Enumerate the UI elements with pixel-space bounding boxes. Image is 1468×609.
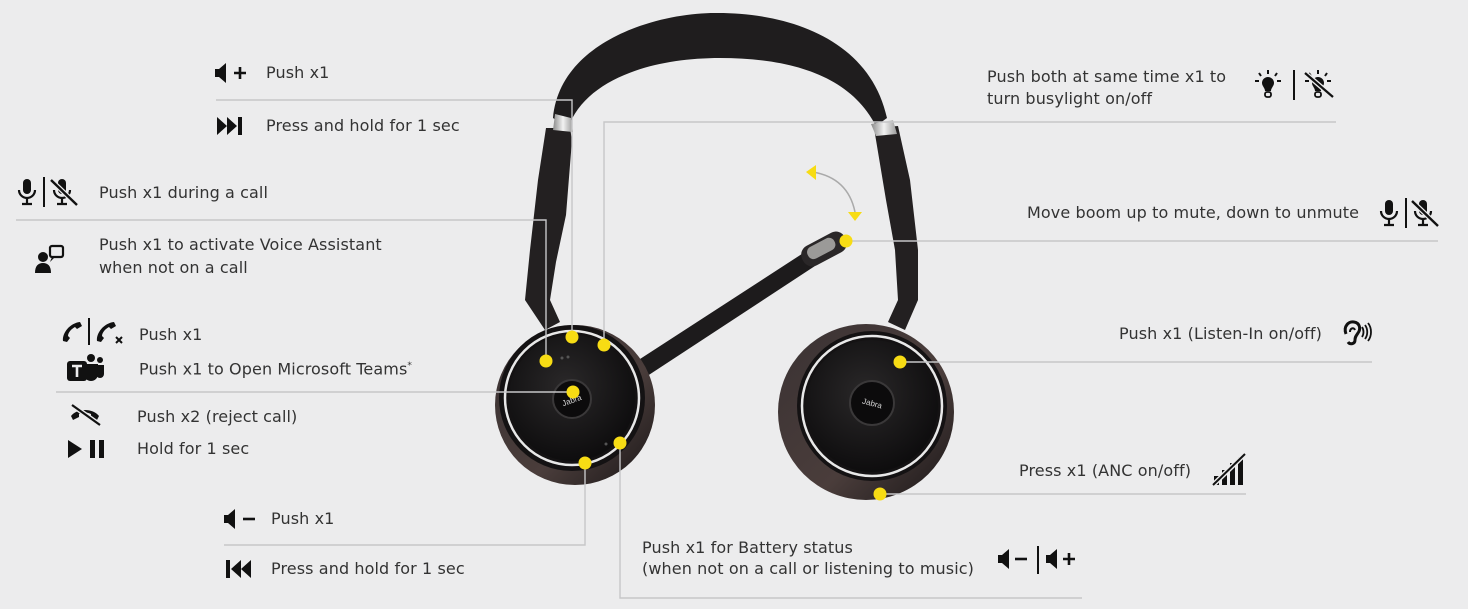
busylight-label-line1: Push both at same time x1 to [987,67,1227,86]
busylight-button-marker-left [597,338,611,352]
microphone-muted-icon [1410,199,1440,228]
listen-in-icon [1341,320,1373,346]
volume-down-icon [224,509,258,529]
teams-label: Push x1 to Open Microsoft Teams* [139,356,412,379]
volume-up-button-marker [565,330,579,344]
phone-end-icon [94,321,124,345]
volume-up-icon [215,63,249,83]
boom-mute-label: Move boom up to mute, down to unmute [1027,203,1360,222]
play-pause-icon [68,440,108,458]
volume-down-label: Push x1 [271,509,335,528]
voice-assistant-label-line2: when not on a call [99,258,248,277]
play-pause-label: Hold for 1 sec [137,439,250,458]
anc-icon [1211,452,1247,487]
reject-call-icon [69,402,103,428]
battery-label-line1: Push x1 for Battery status [642,538,853,557]
icon-divider [1405,198,1407,228]
volume-down-icon [998,549,1032,569]
boom-mic-marker [839,234,853,248]
busylight-label-line2: turn busylight on/off [987,89,1153,108]
microphone-muted-icon [49,178,79,207]
icon-divider [88,318,90,345]
headband [525,12,918,330]
microphone-icon [16,178,38,206]
phone-answer-icon [60,321,84,343]
voice-assistant-icon [35,244,65,273]
busylight-off-icon [1303,69,1335,99]
multifunction-button-marker [566,385,580,399]
anc-label: Press x1 (ANC on/off) [1019,461,1192,480]
volume-up-icon [1046,549,1080,569]
busylight-on-icon [1253,69,1283,99]
previous-track-icon [226,560,254,578]
leader-lines [16,99,1438,599]
listen-in-button-marker [893,355,907,369]
listen-in-label: Push x1 (Listen-In on/off) [1119,324,1322,343]
microphone-icon [1378,199,1400,227]
microsoft-teams-icon [67,354,105,382]
next-track-label: Press and hold for 1 sec [266,116,460,135]
teams-footnote-mark: * [407,361,413,371]
mute-label: Push x1 during a call [99,183,268,202]
answer-end-label: Push x1 [139,325,203,344]
icon-divider [1293,70,1295,100]
battery-label-line2: (when not on a call or listening to musi… [642,559,974,578]
left-ear-cup: Jabra [495,325,655,485]
voice-assistant-label-line1: Push x1 to activate Voice Assistant [99,235,382,254]
right-ear-cup: Jabra [778,324,954,500]
next-track-icon [217,117,245,135]
anc-button-marker [873,487,887,501]
teams-label-text: Push x1 to Open Microsoft Teams [139,359,408,379]
icon-divider [1037,546,1039,574]
boom-mic [620,231,847,386]
boom-rotation-arrow-icon [806,165,862,221]
reject-label: Push x2 (reject call) [137,407,298,426]
icon-divider [43,177,45,207]
volume-down-button-marker [578,456,592,470]
volume-up-label: Push x1 [266,63,330,82]
button-markers [539,234,907,501]
battery-button-marker [613,436,627,450]
previous-track-label: Press and hold for 1 sec [271,559,465,578]
mute-button-marker [539,354,553,368]
